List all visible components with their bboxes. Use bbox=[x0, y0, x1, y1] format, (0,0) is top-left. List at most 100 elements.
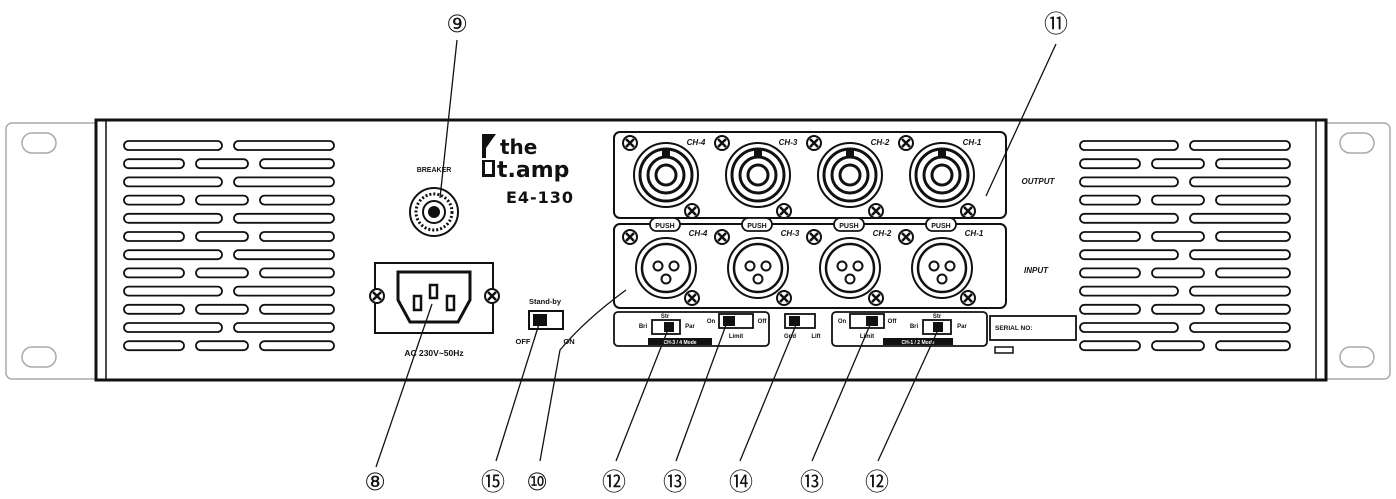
vent-slot bbox=[233, 212, 335, 224]
output-panel bbox=[613, 131, 1007, 219]
vent-slot bbox=[1215, 194, 1291, 206]
brand-line1: the bbox=[500, 135, 537, 159]
callout-15: ⑮ bbox=[481, 468, 505, 496]
vent-slot bbox=[1189, 285, 1291, 297]
breaker-label: BREAKER bbox=[417, 167, 452, 174]
vent-slot bbox=[1189, 249, 1291, 261]
callout-13a: ⑬ bbox=[663, 468, 687, 496]
vent-slot bbox=[123, 194, 185, 206]
push-release-tab[interactable]: PUSH bbox=[649, 217, 681, 232]
callout-13b: ⑬ bbox=[800, 468, 824, 496]
speakon-output-connector[interactable] bbox=[817, 142, 883, 208]
push-label: PUSH bbox=[931, 223, 950, 230]
vent-slot bbox=[123, 303, 185, 315]
vent-slot bbox=[259, 194, 335, 206]
vent-slot bbox=[233, 140, 335, 151]
ch12-str-label: Str bbox=[933, 314, 942, 320]
screw-icon bbox=[775, 202, 793, 220]
gnd-label: Gnd bbox=[784, 334, 796, 340]
screw-icon bbox=[483, 287, 501, 305]
vent-slot bbox=[1189, 212, 1291, 224]
vent-slot bbox=[1215, 267, 1291, 279]
xlr-input-connector[interactable] bbox=[635, 237, 697, 299]
ch12-limit-switch[interactable] bbox=[849, 313, 885, 329]
vent-slot bbox=[1151, 231, 1205, 242]
ch34-bri-label: Bri bbox=[639, 324, 648, 330]
breaker-knob[interactable] bbox=[409, 187, 459, 237]
standby-switch[interactable] bbox=[528, 310, 564, 330]
vent-slot bbox=[233, 285, 335, 297]
vent-slot bbox=[1079, 340, 1141, 352]
vent-slot bbox=[123, 212, 223, 224]
ground-lift-switch[interactable] bbox=[784, 313, 816, 329]
vent-slot bbox=[195, 194, 249, 206]
input-panel bbox=[613, 223, 1007, 309]
ch34-off-label: Off bbox=[758, 319, 768, 325]
screw-icon bbox=[621, 228, 639, 246]
screw-icon bbox=[805, 228, 823, 246]
ch34-str-label: Str bbox=[661, 314, 670, 320]
screw-icon bbox=[713, 134, 731, 152]
callout-12a: ⑫ bbox=[602, 468, 626, 496]
input-channel-label: CH-2 bbox=[873, 229, 892, 238]
push-label: PUSH bbox=[747, 223, 766, 230]
ch34-limit-label: Limit bbox=[729, 334, 743, 340]
ch12-bri-label: Bri bbox=[910, 324, 919, 330]
vent-slot bbox=[1079, 140, 1179, 151]
vent-slot bbox=[1215, 231, 1291, 242]
speakon-output-connector[interactable] bbox=[633, 142, 699, 208]
vent-slot bbox=[1151, 158, 1205, 170]
vent-slot bbox=[123, 322, 223, 333]
ch12-mode-switch[interactable] bbox=[922, 319, 952, 335]
screw-icon bbox=[683, 202, 701, 220]
vent-slot bbox=[1215, 158, 1291, 170]
speakon-output-connector[interactable] bbox=[725, 142, 791, 208]
speakon-output-connector[interactable] bbox=[909, 142, 975, 208]
ch12-off-label: Off bbox=[888, 319, 898, 325]
vent-slot bbox=[1079, 194, 1141, 206]
push-release-tab[interactable]: PUSH bbox=[741, 217, 773, 232]
vent-slot bbox=[1215, 303, 1291, 315]
vent-slot bbox=[123, 231, 185, 242]
vent-slot bbox=[195, 231, 249, 242]
vent-slot bbox=[233, 322, 335, 333]
vent-slot bbox=[123, 176, 223, 188]
output-label: OUTPUT bbox=[1022, 177, 1056, 186]
vent-slot bbox=[1079, 285, 1179, 297]
vent-slot bbox=[123, 340, 185, 352]
xlr-input-connector[interactable] bbox=[911, 237, 973, 299]
xlr-input-connector[interactable] bbox=[819, 237, 881, 299]
ch34-par-label: Par bbox=[685, 324, 695, 330]
iec-power-inlet[interactable] bbox=[374, 262, 494, 334]
vent-slot bbox=[1079, 231, 1141, 242]
vent-slot bbox=[1079, 249, 1179, 261]
ch12-mode-label: CH-1 / 2 Mode bbox=[901, 340, 934, 346]
xlr-input-connector[interactable] bbox=[727, 237, 789, 299]
standby-off-label: OFF bbox=[516, 337, 531, 346]
vent-slot bbox=[123, 140, 223, 151]
push-release-tab[interactable]: PUSH bbox=[833, 217, 865, 232]
ch34-limit-switch[interactable] bbox=[718, 313, 754, 329]
vent-grille-right bbox=[1079, 140, 1291, 352]
push-release-tab[interactable]: PUSH bbox=[925, 217, 957, 232]
vent-grille-left bbox=[123, 140, 335, 352]
callout-10: ⑩ bbox=[526, 468, 548, 496]
model-name: E4-130 bbox=[506, 188, 574, 207]
vent-slot bbox=[1079, 212, 1179, 224]
vent-slot bbox=[1151, 340, 1205, 352]
ch12-limit-label: Limit bbox=[860, 334, 874, 340]
input-channel-label: CH-1 bbox=[965, 229, 984, 238]
ch34-mode-switch[interactable] bbox=[651, 319, 681, 335]
vent-slot bbox=[1189, 140, 1291, 151]
vent-slot bbox=[1079, 322, 1179, 333]
vent-slot bbox=[1151, 303, 1205, 315]
power-rating-label: AC 230V~50Hz bbox=[404, 348, 463, 358]
serial-number-plate bbox=[989, 315, 1077, 341]
screw-icon bbox=[683, 289, 701, 307]
vent-slot bbox=[1215, 340, 1291, 352]
output-channel-label: CH-4 bbox=[687, 138, 706, 147]
lift-label: Lift bbox=[811, 334, 820, 340]
vent-slot bbox=[195, 267, 249, 279]
vent-slot bbox=[259, 267, 335, 279]
